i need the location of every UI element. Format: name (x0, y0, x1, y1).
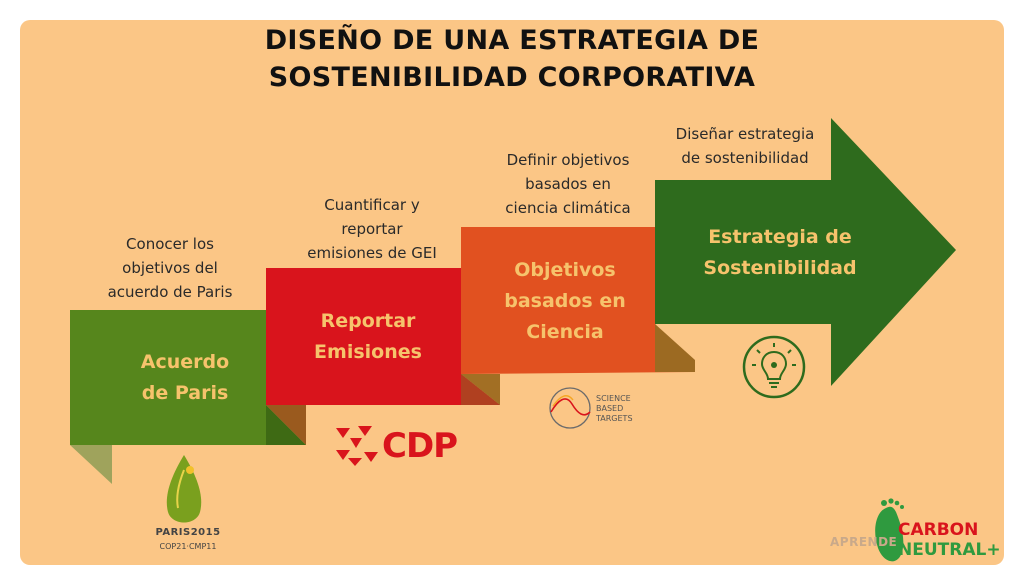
step1-caption-line-3: acuerdo de Paris (107, 283, 233, 301)
brand-logo-line-1: CARBON (898, 520, 979, 540)
title-line-1: DISEÑO DE UNA ESTRATEGIA DE (264, 25, 760, 56)
sbt-logo-line-3: TARGETS (596, 414, 633, 423)
step4-caption-line-2: de sostenibilidad (681, 149, 809, 167)
brand-logo-line-2: NEUTRAL+ (898, 540, 1001, 560)
step1-label-line-2: de Paris (141, 382, 229, 404)
sbt-logo-text: SCIENCE BASED TARGETS (596, 394, 633, 424)
step3-label-line-2: basados en (504, 290, 626, 312)
step1-label-line-1: Acuerdo (140, 351, 230, 373)
step4-caption-line-1: Diseñar estrategia (675, 125, 815, 143)
sbt-logo-line-2: BASED (596, 404, 624, 413)
step2-label-line-2: Emisiones (314, 341, 422, 363)
paris-logo-line-2: COP21·CMP11 (159, 542, 217, 551)
step3-fold (461, 374, 500, 405)
step3-label: Objetivos basados en Ciencia (475, 255, 655, 348)
step3-caption-line-2: basados en (525, 175, 611, 193)
step1-box (70, 310, 306, 445)
sbt-logo-line-1: SCIENCE (596, 394, 631, 403)
step3-label-line-1: Objetivos (514, 259, 616, 281)
footprint-icon (875, 498, 904, 562)
step4-arrow (655, 118, 956, 386)
science-based-targets-icon (549, 387, 591, 429)
paris-logo-text: PARIS2015 COP21·CMP11 (148, 527, 228, 551)
step3-box (461, 227, 695, 374)
step2-label: Reportar Emisiones (278, 306, 458, 368)
lightbulb-icon (742, 335, 806, 399)
step3-edge (655, 324, 695, 372)
step3-caption-line-3: ciencia climática (505, 199, 631, 217)
step2-caption-line-1: Cuantificar y (324, 196, 420, 214)
page-title: DISEÑO DE UNA ESTRATEGIA DE SOSTENIBILID… (0, 22, 1024, 96)
step4-caption: Diseñar estrategia de sostenibilidad (645, 122, 845, 170)
step2-caption-line-2: reportar (341, 220, 403, 238)
cdp-logo-text: CDP (382, 426, 458, 466)
title-line-2: SOSTENIBILIDAD CORPORATIVA (268, 62, 756, 93)
step3-caption-line-1: Definir objetivos (506, 151, 630, 169)
step4-label-line-1: Estrategia de (708, 226, 852, 248)
step1-label: Acuerdo de Paris (90, 347, 280, 409)
paris-logo-line-1: PARIS2015 (155, 527, 221, 538)
step1-caption-line-2: objetivos del (122, 259, 218, 277)
step1-caption: Conocer los objetivos del acuerdo de Par… (80, 232, 260, 304)
step3-label-line-3: Ciencia (526, 321, 604, 343)
paris-leaf-icon (166, 455, 202, 523)
step1-fold (70, 445, 112, 484)
step2-caption-line-3: emisiones de GEI (307, 244, 437, 262)
step2-caption: Cuantificar y reportar emisiones de GEI (282, 193, 462, 265)
step1-caption-line-1: Conocer los (126, 235, 214, 253)
step2-label-line-1: Reportar (320, 310, 416, 332)
cdp-logo-icon (336, 426, 378, 466)
step2-fold (266, 405, 306, 445)
step4-label-line-2: Sostenibilidad (703, 257, 857, 279)
brand-watermark-text: APRENDE (830, 535, 898, 549)
step2-box (266, 268, 500, 405)
step3-caption: Definir objetivos basados en ciencia cli… (468, 148, 668, 220)
step4-label: Estrategia de Sostenibilidad (670, 222, 890, 284)
